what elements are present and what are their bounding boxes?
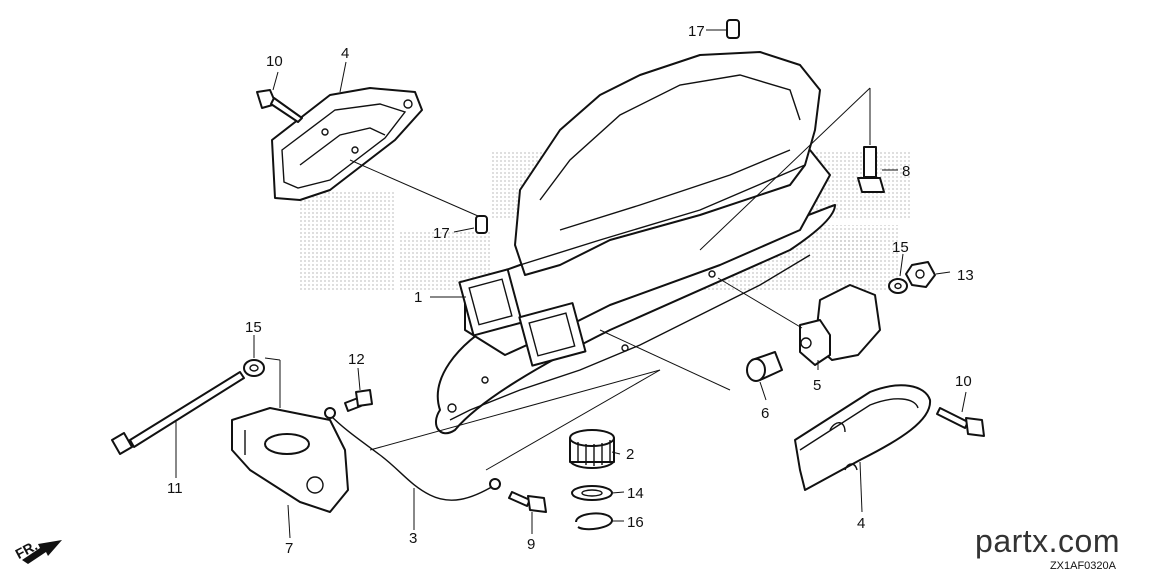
callout-8: 8 xyxy=(902,163,910,180)
mount-part-5[interactable] xyxy=(799,284,881,366)
callout-14: 14 xyxy=(627,485,644,502)
callout-16: 16 xyxy=(627,514,644,531)
callout-11: 11 xyxy=(167,480,183,497)
cable-part-3[interactable] xyxy=(324,407,501,501)
callout-6: 6 xyxy=(761,405,769,422)
callout-10-left: 10 xyxy=(266,53,283,70)
callout-10-right: 10 xyxy=(955,373,972,390)
washer-part-15-right[interactable] xyxy=(888,278,908,294)
diagram-code: ZX1AF0320A xyxy=(1049,560,1116,572)
bolt-part-10-right[interactable] xyxy=(936,407,985,437)
callout-4-left: 4 xyxy=(341,45,349,62)
screw-part-9[interactable] xyxy=(508,491,547,513)
callout-labels: 17 17 1 10 4 8 15 13 5 6 10 4 15 11 7 12… xyxy=(167,23,974,557)
callout-15-left: 15 xyxy=(245,319,262,336)
callout-9: 9 xyxy=(527,536,535,553)
dowel-part-17-mid[interactable] xyxy=(475,215,488,234)
circlip-part-16[interactable] xyxy=(575,512,613,531)
bolt-part-11[interactable] xyxy=(111,371,245,455)
callout-3: 3 xyxy=(409,530,417,547)
callout-15-right: 15 xyxy=(892,239,909,256)
callout-7: 7 xyxy=(285,540,293,557)
callout-5: 5 xyxy=(813,377,821,394)
bearing-part-2[interactable] xyxy=(569,429,615,469)
callout-1: 1 xyxy=(414,289,422,306)
callout-17-mid: 17 xyxy=(433,225,450,242)
screw-part-12[interactable] xyxy=(344,389,373,412)
bushing-part-6[interactable] xyxy=(746,351,783,382)
nut-part-13[interactable] xyxy=(905,261,936,288)
cover-part-4-right[interactable] xyxy=(794,384,932,491)
washer-part-14[interactable] xyxy=(571,485,613,501)
front-arrow-icon xyxy=(22,540,62,564)
callout-13: 13 xyxy=(957,267,974,284)
callout-17-top: 17 xyxy=(688,23,705,40)
washer-part-15-left[interactable] xyxy=(243,359,265,377)
leader-lines xyxy=(175,29,967,539)
clamp-part-7[interactable] xyxy=(231,407,349,513)
bolt-part-10-left[interactable] xyxy=(256,89,303,123)
housing-part-1[interactable] xyxy=(435,51,836,435)
callout-4-right: 4 xyxy=(857,515,865,532)
dowel-part-17-top[interactable] xyxy=(726,19,740,39)
cover-part-4-left[interactable] xyxy=(271,87,423,201)
callout-2: 2 xyxy=(626,446,634,463)
bolt-part-8[interactable] xyxy=(857,146,885,193)
callout-12: 12 xyxy=(348,351,365,368)
watermark-brand: partx.com xyxy=(975,523,1120,559)
